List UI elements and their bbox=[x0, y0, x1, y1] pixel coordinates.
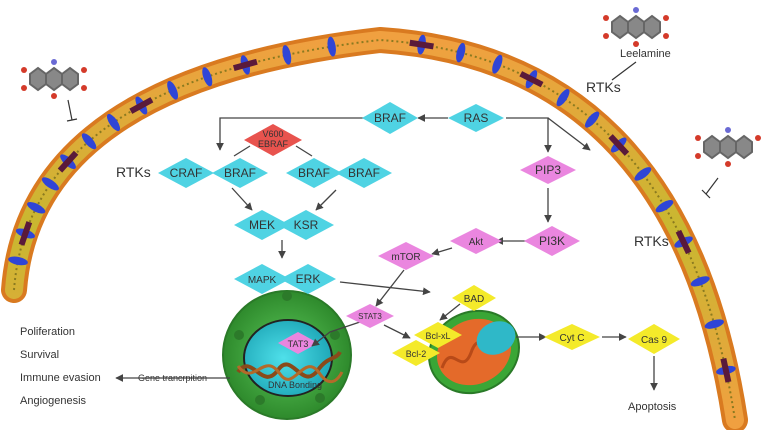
svg-text:mTOR: mTOR bbox=[391, 252, 420, 263]
bad-node: BAD bbox=[452, 285, 496, 311]
craf-node: CRAF bbox=[158, 158, 214, 188]
v600e-braf-node: V600 EBRAF bbox=[244, 124, 302, 156]
leelamine-label: Leelamine bbox=[620, 48, 671, 60]
pathway-nodes: BRAF RAS V600 EBRAF CRAF BRAF BRAF BRAF bbox=[158, 102, 680, 366]
dna-bonding-label: DNA Bonding bbox=[268, 380, 322, 390]
membrane-receptors bbox=[8, 34, 736, 383]
receptor-protein bbox=[556, 89, 570, 107]
svg-text:V600: V600 bbox=[262, 129, 283, 139]
svg-text:PI3K: PI3K bbox=[539, 234, 565, 248]
receptor-protein bbox=[41, 177, 59, 191]
leelamine-molecule-right bbox=[695, 127, 761, 167]
svg-text:BRAF: BRAF bbox=[298, 166, 330, 180]
braf-top-node: BRAF bbox=[362, 102, 418, 134]
outcomes-list: Poliferation Survival Immune evasion Ang… bbox=[20, 326, 101, 407]
channel-protein bbox=[129, 97, 154, 114]
ras-node: RAS bbox=[448, 104, 504, 132]
erk-node: ERK bbox=[280, 264, 336, 294]
outcome-item: Angiogenesis bbox=[20, 395, 87, 407]
svg-text:BRAF: BRAF bbox=[348, 166, 380, 180]
outcome-item: Survival bbox=[20, 349, 59, 361]
receptor-protein bbox=[655, 200, 674, 213]
svg-text:ERK: ERK bbox=[296, 272, 321, 286]
braf-c-node: BRAF bbox=[336, 158, 392, 188]
rtks-left-label: RTKs bbox=[116, 164, 151, 180]
akt-node: Akt bbox=[450, 228, 502, 254]
inhibit-line-right bbox=[705, 177, 719, 195]
svg-text:BAD: BAD bbox=[464, 294, 485, 305]
svg-text:TAT3: TAT3 bbox=[288, 339, 309, 349]
ksr-node: KSR bbox=[278, 210, 334, 240]
receptor-protein bbox=[704, 319, 724, 329]
svg-text:RAS: RAS bbox=[464, 111, 489, 125]
stat3-node: STAT3 bbox=[346, 304, 394, 328]
channel-protein bbox=[519, 71, 544, 88]
svg-text:Akt: Akt bbox=[469, 237, 484, 248]
receptor-protein bbox=[584, 111, 600, 128]
channel-protein bbox=[720, 357, 732, 383]
bcl2-node: Bcl-2 bbox=[392, 340, 440, 366]
svg-text:STAT3: STAT3 bbox=[358, 312, 382, 321]
apoptosis-label: Apoptosis bbox=[628, 401, 677, 413]
svg-text:BRAF: BRAF bbox=[374, 111, 406, 125]
mek-node: MEK bbox=[234, 210, 290, 240]
leelamine-molecule-top bbox=[603, 7, 669, 47]
receptor-protein bbox=[8, 256, 28, 266]
rtks-top-right-label: RTKs bbox=[586, 79, 621, 95]
svg-text:Bcl-xL: Bcl-xL bbox=[425, 331, 450, 341]
nucleus bbox=[222, 290, 352, 420]
channel-protein bbox=[232, 58, 258, 72]
mtor-node: mTOR bbox=[378, 242, 434, 270]
mapk-node: MAPK bbox=[234, 264, 290, 294]
bclxl-node: Bcl-xL bbox=[414, 322, 462, 348]
receptor-protein bbox=[106, 113, 121, 132]
channel-protein bbox=[18, 221, 33, 246]
outcome-item: Immune evasion bbox=[20, 372, 101, 384]
pip3-node: PIP3 bbox=[520, 156, 576, 184]
rtks-right-label: RTKs bbox=[634, 233, 669, 249]
pi3k-node: PI3K bbox=[524, 226, 580, 256]
tat3-node: TAT3 bbox=[278, 332, 318, 354]
channel-protein bbox=[57, 150, 79, 173]
channel-protein bbox=[675, 229, 692, 255]
receptor-protein bbox=[282, 45, 292, 65]
svg-text:MEK: MEK bbox=[249, 218, 275, 232]
cytc-node: Cyt C bbox=[544, 324, 600, 350]
receptor-protein bbox=[27, 202, 46, 214]
leelamine-molecule-left bbox=[21, 59, 87, 99]
inhibit-line-top bbox=[611, 61, 637, 81]
braf-a-node: BRAF bbox=[212, 158, 268, 188]
receptor-protein bbox=[202, 67, 213, 87]
svg-text:BRAF: BRAF bbox=[224, 166, 256, 180]
receptor-protein bbox=[634, 167, 652, 181]
svg-text:Cas 9: Cas 9 bbox=[641, 335, 668, 346]
svg-text:Bcl-2: Bcl-2 bbox=[406, 349, 427, 359]
arrows bbox=[115, 114, 658, 391]
receptor-protein bbox=[327, 36, 336, 57]
svg-text:CRAF: CRAF bbox=[170, 166, 203, 180]
outcome-item: Poliferation bbox=[20, 326, 75, 338]
inhibit-line-left bbox=[67, 99, 73, 121]
svg-text:Cyt C: Cyt C bbox=[560, 333, 585, 344]
gene-transcription-label: Gene trancrpition bbox=[138, 373, 207, 383]
receptor-protein bbox=[167, 80, 179, 100]
svg-text:MAPK: MAPK bbox=[248, 275, 277, 286]
svg-text:KSR: KSR bbox=[294, 218, 319, 232]
cas9-node: Cas 9 bbox=[628, 324, 680, 354]
cell-membrane bbox=[1, 26, 748, 430]
receptor-protein bbox=[81, 133, 97, 150]
channel-protein bbox=[608, 134, 630, 156]
svg-text:EBRAF: EBRAF bbox=[258, 139, 289, 149]
svg-text:PIP3: PIP3 bbox=[535, 163, 561, 177]
channel-protein bbox=[409, 39, 434, 50]
receptor-protein bbox=[492, 54, 503, 74]
receptor-protein bbox=[690, 276, 710, 287]
braf-b-node: BRAF bbox=[286, 158, 342, 188]
receptor-protein bbox=[456, 42, 466, 63]
